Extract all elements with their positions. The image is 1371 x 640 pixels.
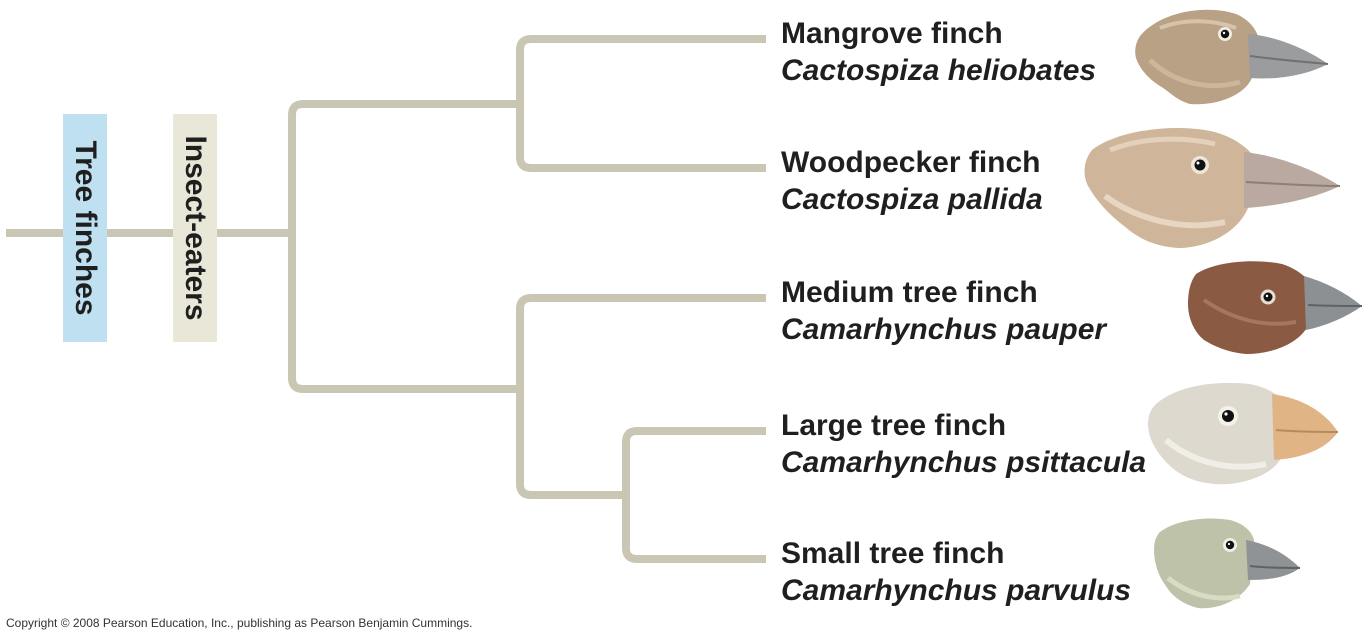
- cactospiza-clade-branch: [516, 35, 766, 172]
- mangrove-finch-head-illustration: [1135, 9, 1329, 105]
- scientific-name: Camarhynchus parvulus: [781, 573, 1132, 607]
- species-label-medium-tree-finch: Medium tree finch Camarhynchus pauper: [781, 275, 1106, 348]
- insect-eaters-label: Insect-eaters: [179, 135, 212, 321]
- species-label-mangrove-finch: Mangrove finch Cactospiza heliobates: [781, 16, 1096, 89]
- common-name: Woodpecker finch: [781, 146, 1041, 179]
- camarhynchus-clade-branch: [516, 294, 766, 499]
- scientific-name: Cactospiza pallida: [781, 182, 1043, 216]
- small-tree-finch-head-illustration: [1154, 518, 1301, 609]
- tree-finches-label-box: Tree finches: [63, 114, 107, 342]
- tree-finches-label: Tree finches: [69, 140, 102, 316]
- large-small-subclade-branch: [622, 427, 766, 563]
- common-name: Mangrove finch: [781, 17, 1003, 50]
- scientific-name: Cactospiza heliobates: [781, 53, 1097, 87]
- species-label-small-tree-finch: Small tree finch Camarhynchus parvulus: [781, 536, 1131, 609]
- main-split-branch: [288, 100, 520, 393]
- species-label-woodpecker-finch: Woodpecker finch Cactospiza pallida: [781, 145, 1043, 218]
- insect-eaters-label-box: Insect-eaters: [173, 114, 217, 342]
- common-name: Large tree finch: [781, 409, 1007, 442]
- common-name: Medium tree finch: [781, 276, 1038, 309]
- scientific-name: Camarhynchus psittacula: [781, 445, 1147, 479]
- medium-tree-finch-head-illustration: [1188, 261, 1363, 354]
- large-tree-finch-head-illustration: [1148, 382, 1339, 485]
- common-name: Small tree finch: [781, 537, 1005, 570]
- woodpecker-finch-head-illustration: [1084, 128, 1341, 248]
- species-label-large-tree-finch: Large tree finch Camarhynchus psittacula: [781, 408, 1146, 481]
- scientific-name: Camarhynchus pauper: [781, 312, 1107, 346]
- copyright-notice: Copyright © 2008 Pearson Education, Inc.…: [6, 616, 473, 630]
